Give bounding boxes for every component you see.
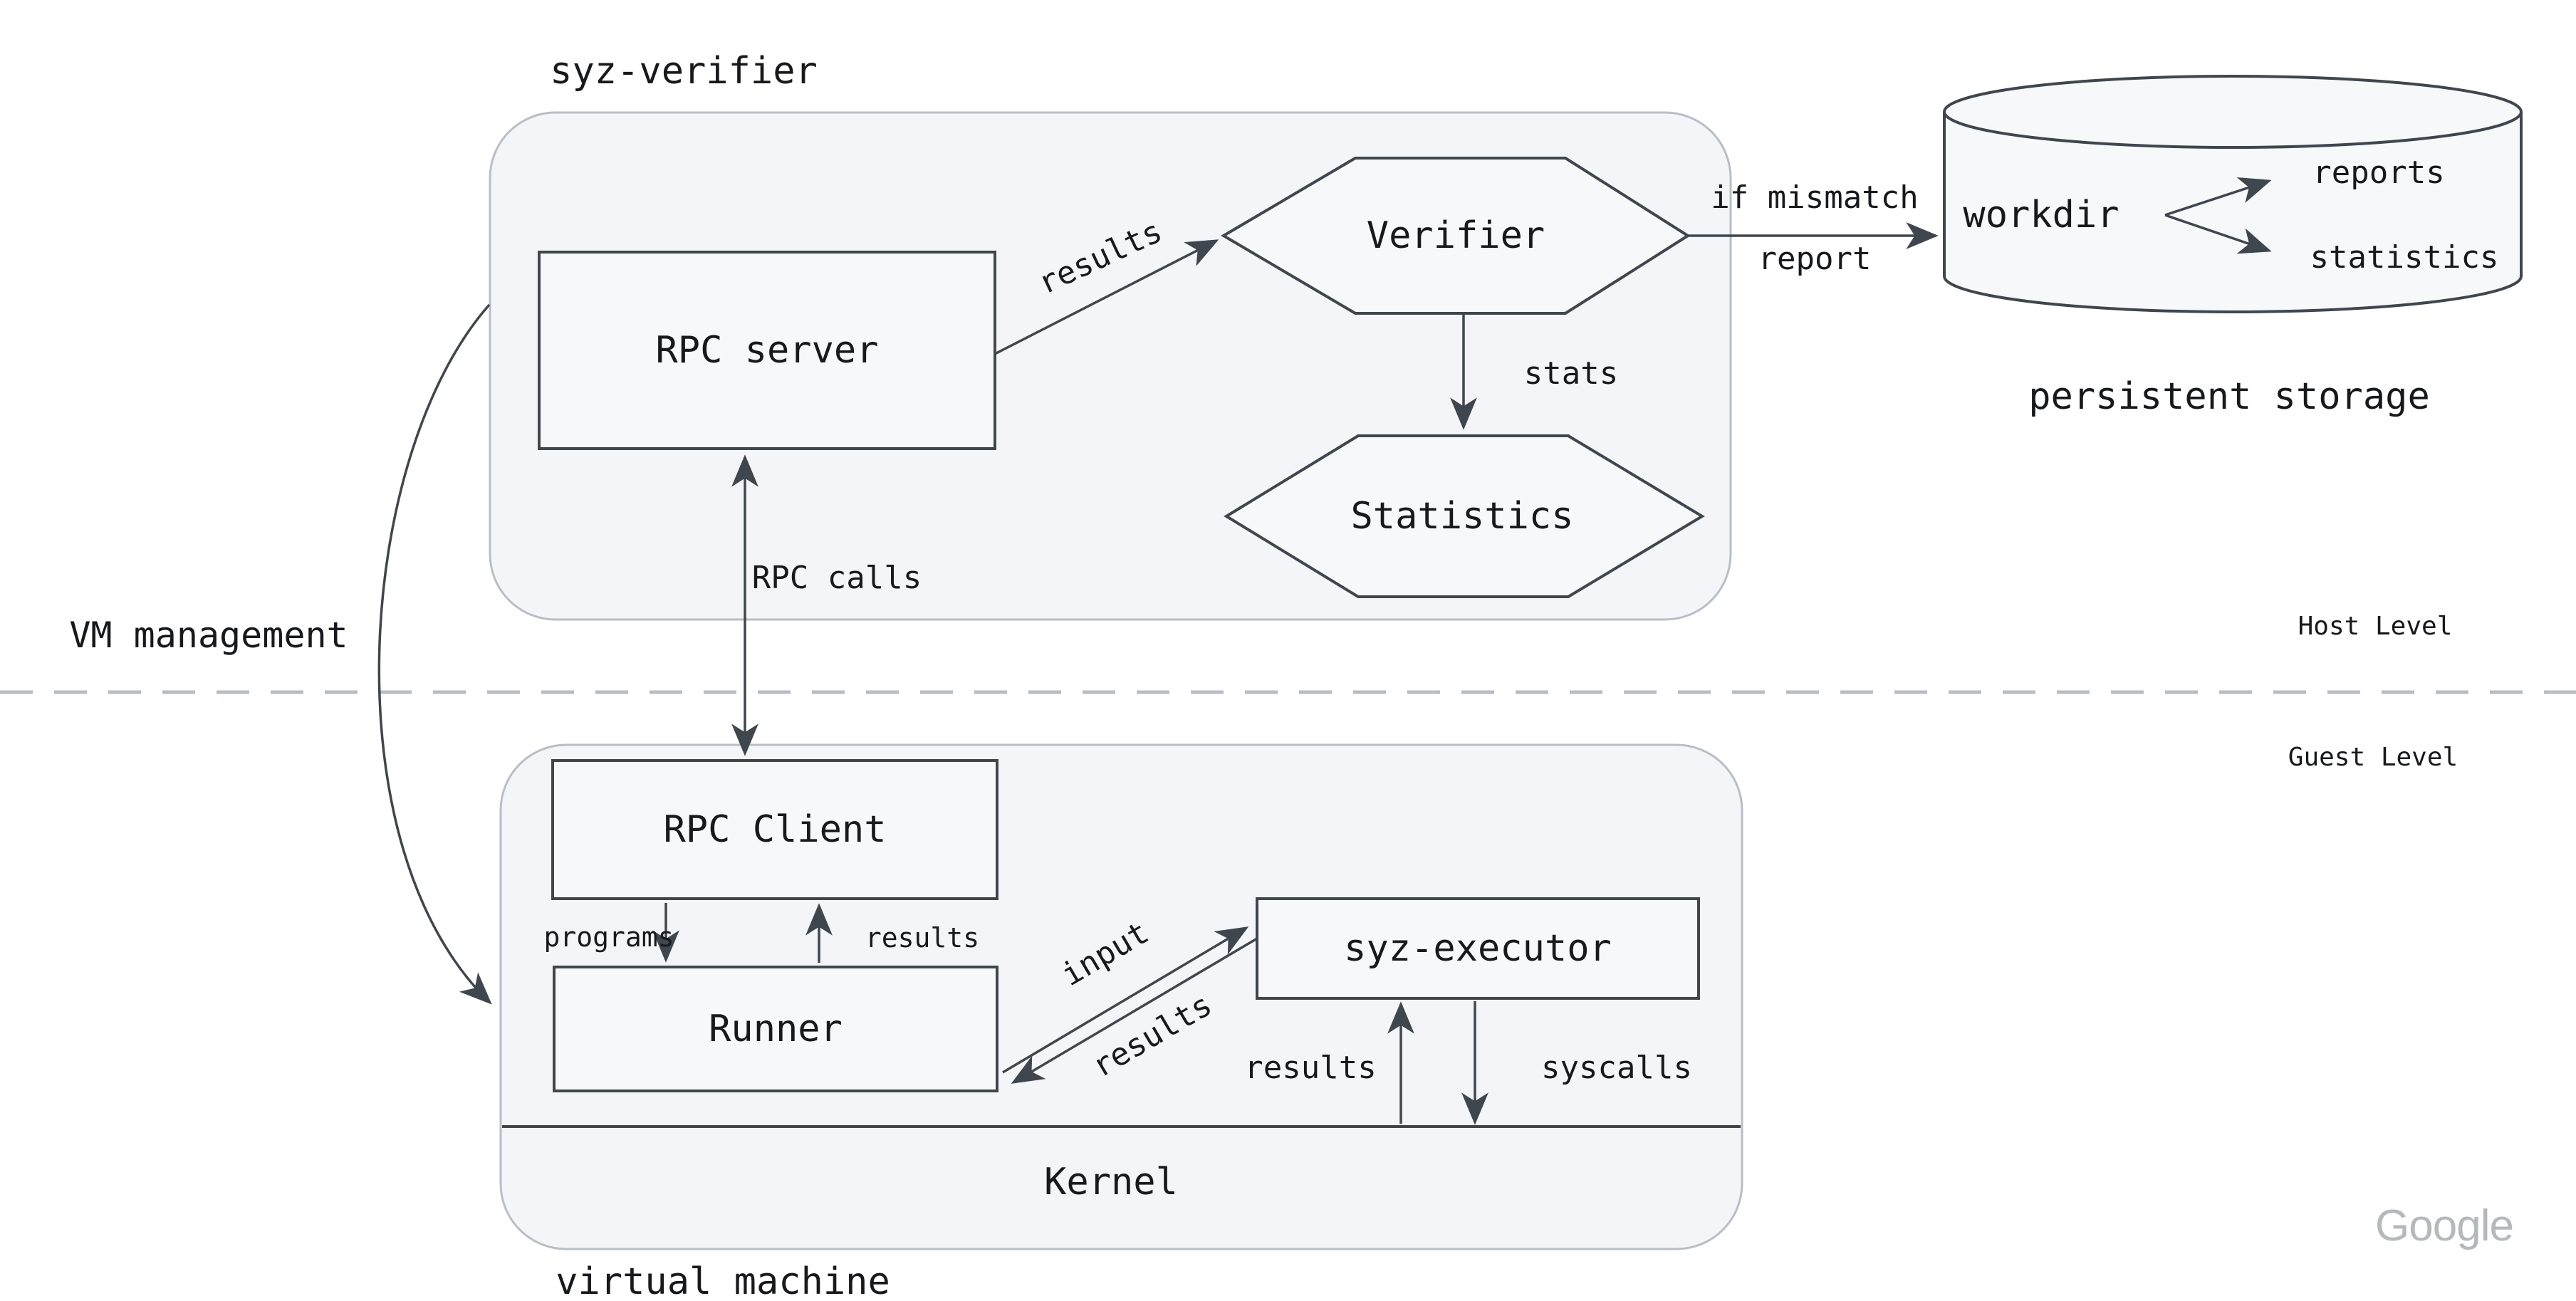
statistics-label: Statistics [1350,495,1574,538]
edge-results-to-verifier [994,239,1219,355]
edge-stats-label: stats [1523,355,1619,392]
syz-verifier-title: syz-verifier [550,50,818,93]
storage-cylinder-body [1943,112,2523,313]
edge-results-to-runner [1011,937,1258,1084]
verifier-label: Verifier [1366,214,1545,257]
edge-report-label: report [1758,241,1872,277]
edge-programs-label: programs [543,921,674,953]
host-level-label: Host Level [2298,612,2453,641]
reports-label: reports [2312,155,2445,191]
edge-syscalls-label: syscalls [1541,1050,1692,1086]
rpc-client-box [551,759,998,900]
rpc-client-label: RPC Client [663,808,887,851]
edge-vm-management-curve [377,303,492,1005]
virtual-machine-title: virtual machine [556,1260,890,1301]
edge-workdir-to-statistics [2164,214,2272,254]
edge-vm-management-label: VM management [69,615,348,656]
edge-if-mismatch-label: if mismatch [1711,179,1919,216]
statistics-hexagon [1224,434,1705,598]
rpc-server-box [538,251,996,450]
edge-workdir-to-reports [2164,177,2272,216]
guest-level-label: Guest Level [2288,743,2458,772]
syz-executor-box [1256,897,1700,1000]
storage-cylinder-top [1943,75,2523,149]
statistics-file-label: statistics [2310,239,2499,276]
syz-executor-label: syz-executor [1344,927,1612,970]
edge-results-to-client-label: results [865,922,980,953]
persistent-storage-title: persistent storage [2028,375,2430,418]
runner-label: Runner [709,1008,843,1050]
kernel-label: Kernel [1044,1161,1178,1203]
edge-input [1002,926,1249,1074]
rpc-server-label: RPC server [655,329,879,372]
edge-rpc-calls-label: RPC calls [751,560,922,596]
google-logo: Google [2375,1201,2514,1250]
workdir-label: workdir [1963,194,2119,236]
edge-results-to-executor-label: results [1244,1050,1377,1086]
runner-box [553,966,998,1092]
